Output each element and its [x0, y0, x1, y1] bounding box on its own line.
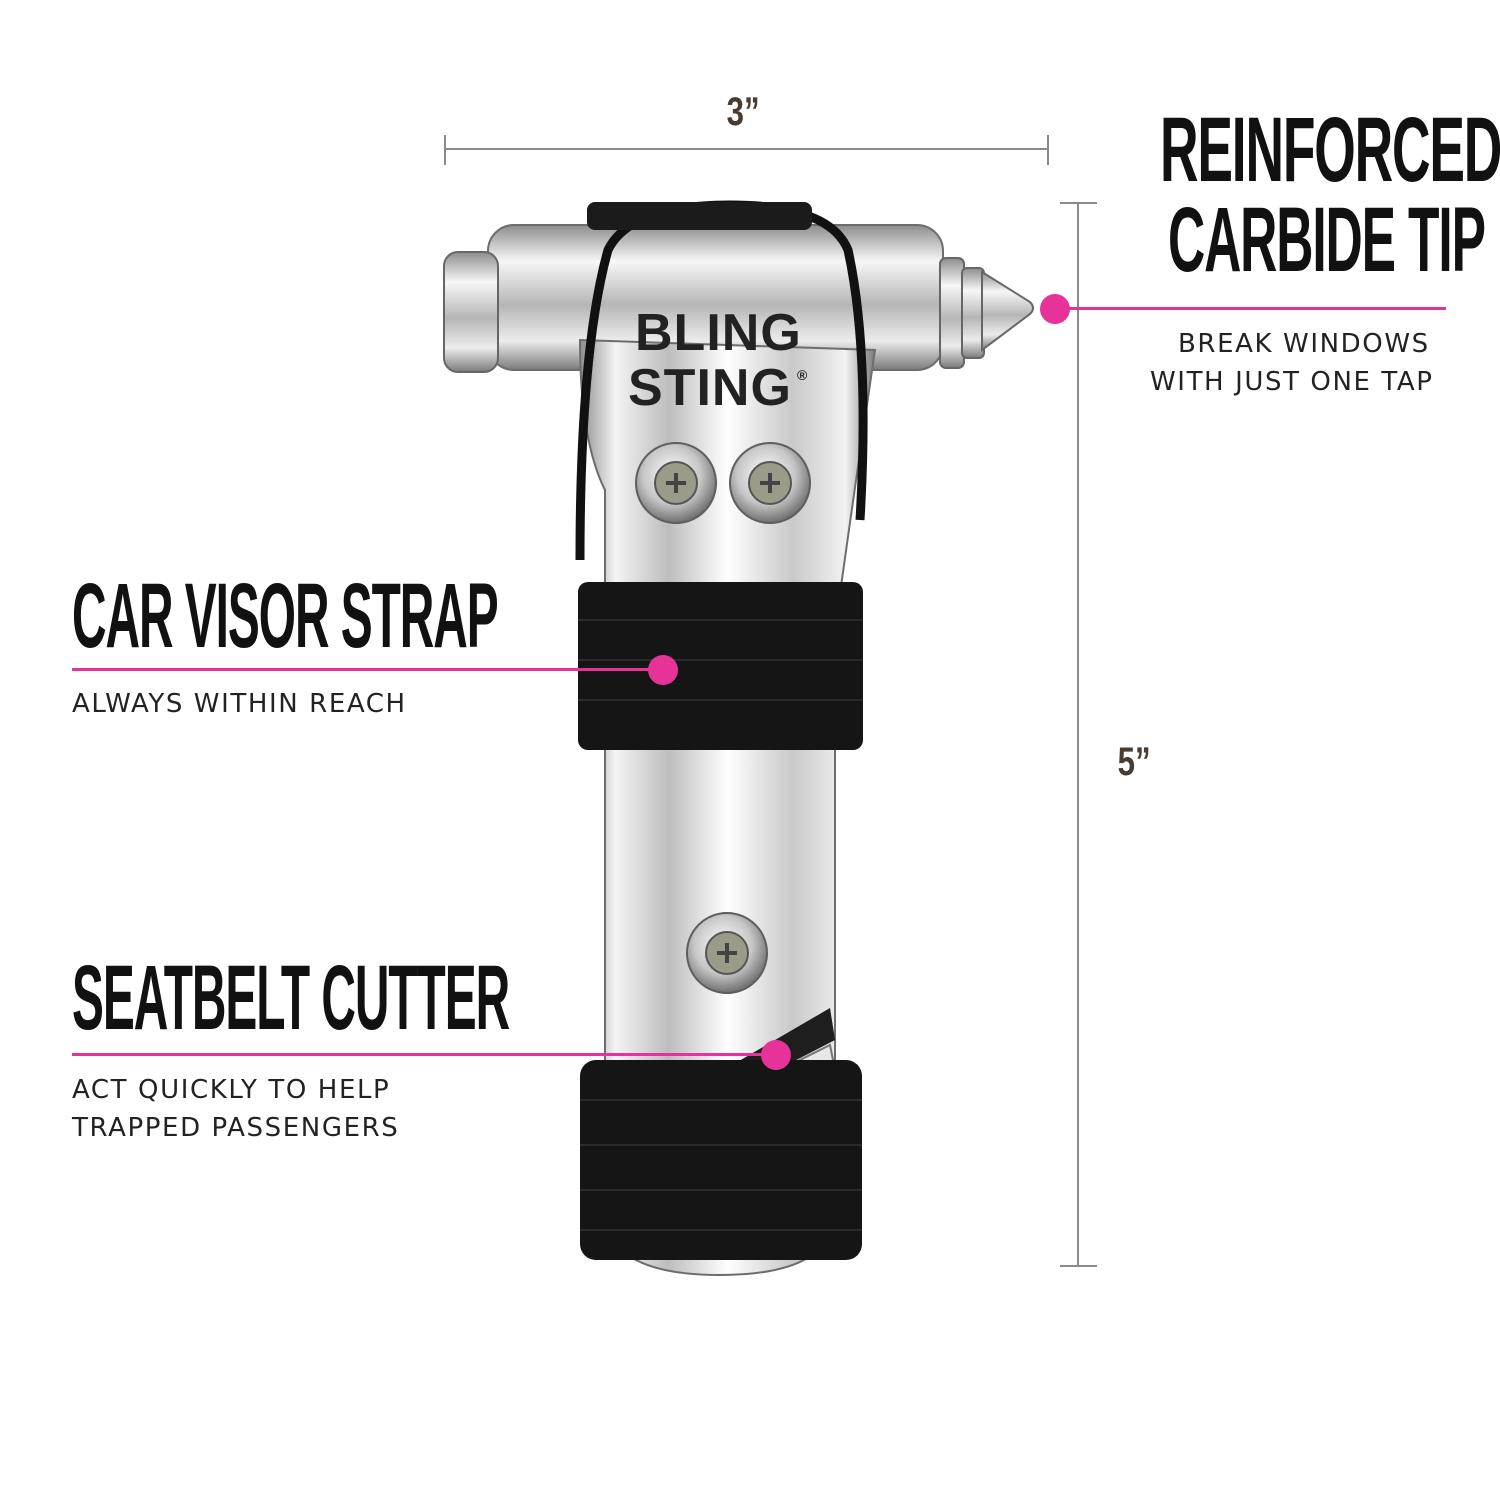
logo-line1: BLING [635, 304, 802, 362]
width-dimension-line [444, 135, 1049, 165]
height-dimension-line [1060, 202, 1097, 1267]
cutter-callout-line [72, 1053, 777, 1056]
cutter-desc-line1: ACT QUICKLY TO HELP [72, 1075, 391, 1105]
tip-heading-line2: CARBIDE TIP [1168, 189, 1486, 291]
screw-icon [686, 912, 768, 994]
strap-callout-dot [648, 655, 678, 685]
screw-icon [635, 442, 717, 524]
cutter-heading: SEATBELT CUTTER [72, 947, 510, 1049]
tip-heading-line1: REINFORCED [1160, 99, 1500, 201]
strap-callout-line [72, 668, 662, 671]
emergency-hammer-illustration: BLING STING ® [443, 200, 1034, 1277]
width-dimension-label: 3” [726, 90, 760, 134]
tip-desc-line1: BREAK WINDOWS [1178, 329, 1430, 359]
strap-heading: CAR VISOR STRAP [72, 565, 499, 667]
logo-registered: ® [797, 367, 808, 383]
cutter-desc-line2: TRAPPED PASSENGERS [72, 1113, 400, 1143]
tip-callout-dot [1040, 294, 1070, 324]
cutter-callout-dot [761, 1040, 791, 1070]
screw-icon [729, 442, 811, 524]
height-dimension-label: 5” [1117, 740, 1151, 784]
strap-desc-line1: ALWAYS WITHIN REACH [72, 689, 407, 719]
logo-line2: STING [628, 359, 792, 417]
tip-desc-line2: WITH JUST ONE TAP [1150, 367, 1434, 397]
tip-callout-line [1060, 307, 1446, 310]
